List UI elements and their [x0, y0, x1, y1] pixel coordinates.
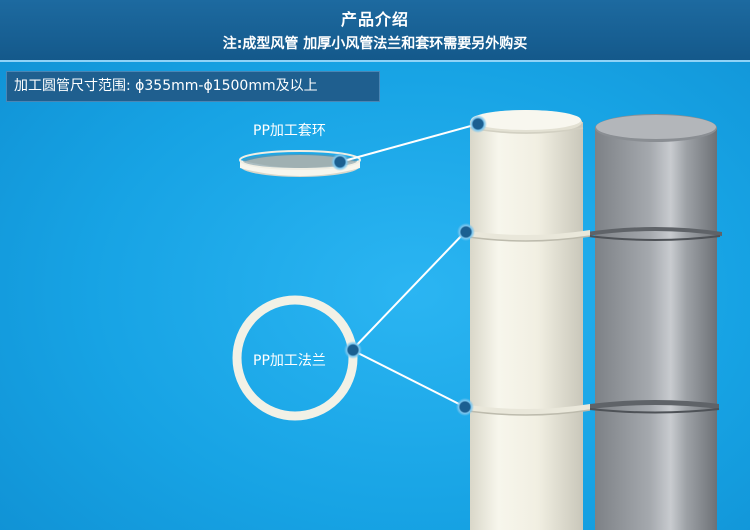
- size-range-box: 加工圆管尺寸范围: ϕ355mm-ϕ1500mm及以上: [6, 71, 380, 102]
- header-banner: 产品介绍 注:成型风管 加厚小风管法兰和套环需要另外购买: [0, 0, 750, 62]
- page-title: 产品介绍: [340, 10, 409, 29]
- ring-label: PP加工套环: [253, 123, 326, 139]
- callout-lines: [339, 123, 479, 408]
- white-pipe: [461, 110, 591, 530]
- callout-dots: [331, 115, 487, 416]
- page-subtitle: 注:成型风管 加厚小风管法兰和套环需要另外购买: [222, 36, 528, 52]
- grey-pipe: [587, 114, 722, 530]
- sample-ring: [239, 150, 361, 177]
- flange-label: PP加工法兰: [253, 353, 326, 369]
